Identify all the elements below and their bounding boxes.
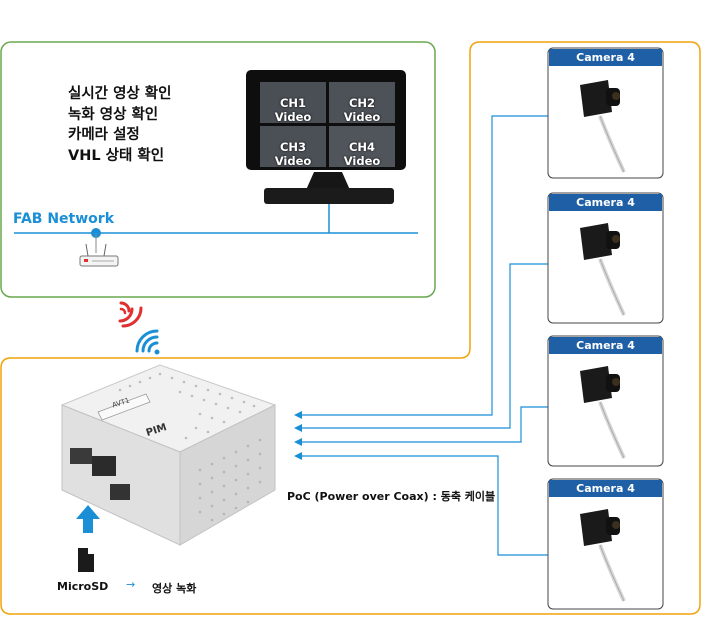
cable-camera-1 xyxy=(300,115,548,416)
camera-box-4 xyxy=(547,478,664,610)
channel-label: CH2 Video xyxy=(343,96,381,124)
arrow-right-icon: → xyxy=(126,578,136,591)
camera-label: Camera 4 xyxy=(549,49,662,66)
fab-network-zone xyxy=(0,41,436,298)
camera-box-3 xyxy=(547,335,664,467)
feature-item: VHL 상태 확인 xyxy=(68,147,165,164)
camera-icon xyxy=(580,509,626,602)
feature-item: 카메라 설정 xyxy=(68,127,140,143)
coax-cables xyxy=(300,115,548,556)
fab-network-label: FAB Network xyxy=(13,211,115,227)
cable-camera-4 xyxy=(300,455,548,556)
pim-device xyxy=(60,364,277,546)
camera-label: Camera 4 xyxy=(549,337,662,354)
camera-icon xyxy=(580,366,626,459)
router-icon xyxy=(79,243,119,267)
cable-arrowheads xyxy=(294,411,302,460)
upload-arrow-icon xyxy=(76,505,100,533)
channel-label: CH3 Video xyxy=(274,140,312,168)
cable-camera-3 xyxy=(300,406,548,443)
camera-icon xyxy=(580,80,626,173)
camera-box-2 xyxy=(547,192,664,324)
camera-icon xyxy=(580,223,626,316)
monitor xyxy=(246,70,406,204)
camera-zone xyxy=(0,41,701,615)
camera-label: Camera 4 xyxy=(549,194,662,211)
channel-label: CH4 Video xyxy=(343,140,381,168)
channel-label: CH1 Video xyxy=(274,96,312,124)
feature-item: 실시간 영상 확인 xyxy=(68,86,172,102)
cable-camera-2 xyxy=(300,263,548,429)
microsd-label: MicroSD xyxy=(57,580,109,593)
cable-description: PoC (Power over Coax) : 동축 케이블 xyxy=(287,490,496,503)
wifi-signal-blue-icon xyxy=(135,329,160,355)
camera-label: Camera 4 xyxy=(549,480,662,497)
feature-item: 녹화 영상 확인 xyxy=(68,106,159,123)
wifi-signal-red-icon xyxy=(118,301,143,328)
recording-label: 영상 녹화 xyxy=(152,582,197,595)
microsd-card-icon xyxy=(78,548,94,572)
feature-list: 실시간 영상 확인 녹화 영상 확인 카메라 설정 VHL 상태 확인 xyxy=(68,84,171,166)
